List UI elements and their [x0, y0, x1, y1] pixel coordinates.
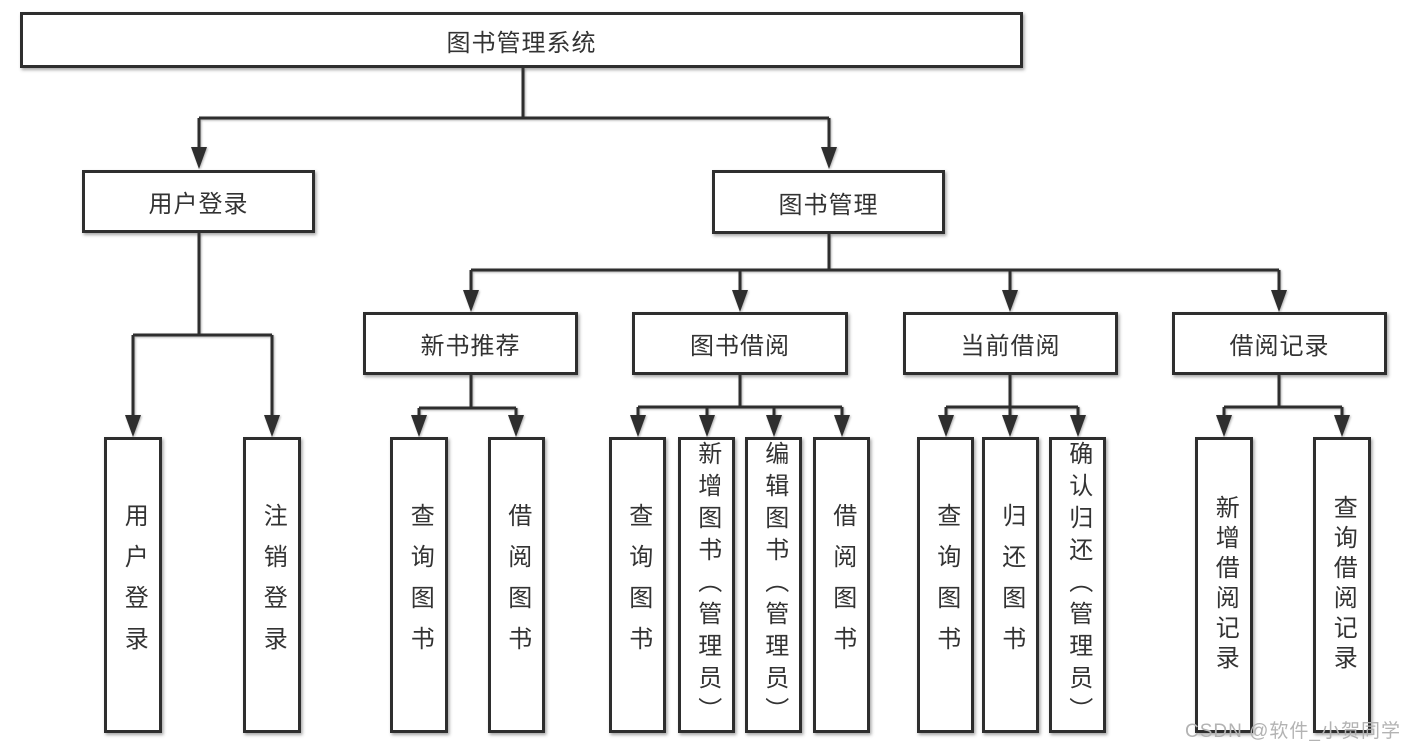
- arrow-down-icon: [508, 415, 524, 437]
- leaf-edit-book-admin: 编辑图书（管理员）: [745, 437, 802, 733]
- leaf-query-borrow-record: 查询借阅记录: [1313, 437, 1371, 733]
- node-label: 查询借阅记录: [1329, 495, 1357, 675]
- node-label: 借阅记录: [1229, 333, 1330, 360]
- node-label: 确认归还（管理员）: [1064, 441, 1092, 729]
- leaf-query-books-recommend: 查询图书: [390, 437, 448, 733]
- leaf-borrow-books-recommend: 借阅图书: [488, 437, 545, 733]
- node-label: 新书推荐: [420, 333, 521, 360]
- arrow-down-icon: [834, 415, 850, 437]
- leaf-query-books-borrowing: 查询图书: [609, 437, 666, 733]
- node-borrowing-records: 借阅记录: [1172, 312, 1387, 375]
- leaf-user-login: 用户登录: [104, 437, 162, 733]
- connector-root-to-branches: [191, 68, 837, 169]
- connector-new-book-to-leaves: [411, 375, 524, 437]
- node-label: 当前借阅: [960, 333, 1061, 360]
- connector-user-login-to-leaves: [125, 233, 280, 437]
- node-label: 用户登录: [148, 191, 249, 218]
- node-label: 注销登录: [259, 503, 287, 667]
- connector-book-management-to-sections: [463, 234, 1287, 312]
- node-label: 图书管理: [778, 191, 879, 219]
- watermark: CSDN @软件_小贺同学: [1185, 721, 1401, 742]
- node-book-management: 图书管理: [712, 170, 945, 234]
- node-label: 图书借阅: [690, 333, 790, 360]
- connector-current-borrowing-to-leaves: [938, 375, 1086, 437]
- leaf-return-book: 归还图书: [982, 437, 1039, 733]
- node-book-borrowing: 图书借阅: [632, 312, 848, 375]
- node-current-borrowing: 当前借阅: [903, 312, 1118, 375]
- leaf-confirm-return-admin: 确认归还（管理员）: [1049, 437, 1106, 733]
- leaf-add-book-admin: 新增图书（管理员）: [678, 437, 735, 733]
- leaf-query-books-current: 查询图书: [917, 437, 974, 733]
- leaf-logout: 注销登录: [243, 437, 301, 733]
- connector-book-borrowing-to-leaves: [630, 375, 850, 437]
- node-library-management-system: 图书管理系统: [20, 12, 1023, 68]
- node-label: 查询图书: [406, 503, 434, 667]
- arrow-down-icon: [732, 290, 748, 312]
- arrow-down-icon: [411, 415, 427, 437]
- leaf-borrow-books-borrowing: 借阅图书: [813, 437, 870, 733]
- node-label: 借阅图书: [828, 503, 856, 667]
- arrow-down-icon: [1271, 290, 1287, 312]
- arrow-down-icon: [1002, 290, 1018, 312]
- arrow-down-icon: [264, 415, 280, 437]
- arrow-down-icon: [938, 415, 954, 437]
- arrow-down-icon: [1070, 415, 1086, 437]
- arrow-down-icon: [1216, 415, 1232, 437]
- arrow-down-icon: [699, 415, 715, 437]
- arrow-down-icon: [766, 415, 782, 437]
- node-label: 编辑图书（管理员）: [760, 441, 788, 729]
- node-label: 查询图书: [932, 503, 960, 667]
- node-label: 归还图书: [997, 503, 1025, 667]
- node-label: 查询图书: [624, 503, 652, 667]
- node-label: 新增图书（管理员）: [693, 441, 721, 729]
- arrow-down-icon: [191, 147, 207, 169]
- connector-borrow-records-to-leaves: [1216, 375, 1350, 437]
- arrow-down-icon: [125, 415, 141, 437]
- leaf-add-borrow-record: 新增借阅记录: [1195, 437, 1253, 733]
- arrow-down-icon: [1002, 415, 1018, 437]
- node-label: 借阅图书: [503, 503, 531, 667]
- node-new-book-recommendation: 新书推荐: [363, 312, 578, 375]
- arrow-down-icon: [630, 415, 646, 437]
- node-user-login: 用户登录: [82, 170, 315, 233]
- node-label: 图书管理系统: [446, 29, 597, 57]
- arrow-down-icon: [463, 290, 479, 312]
- node-label: 新增借阅记录: [1211, 495, 1239, 675]
- node-label: 用户登录: [120, 503, 148, 667]
- arrow-down-icon: [1334, 415, 1350, 437]
- arrow-down-icon: [821, 147, 837, 169]
